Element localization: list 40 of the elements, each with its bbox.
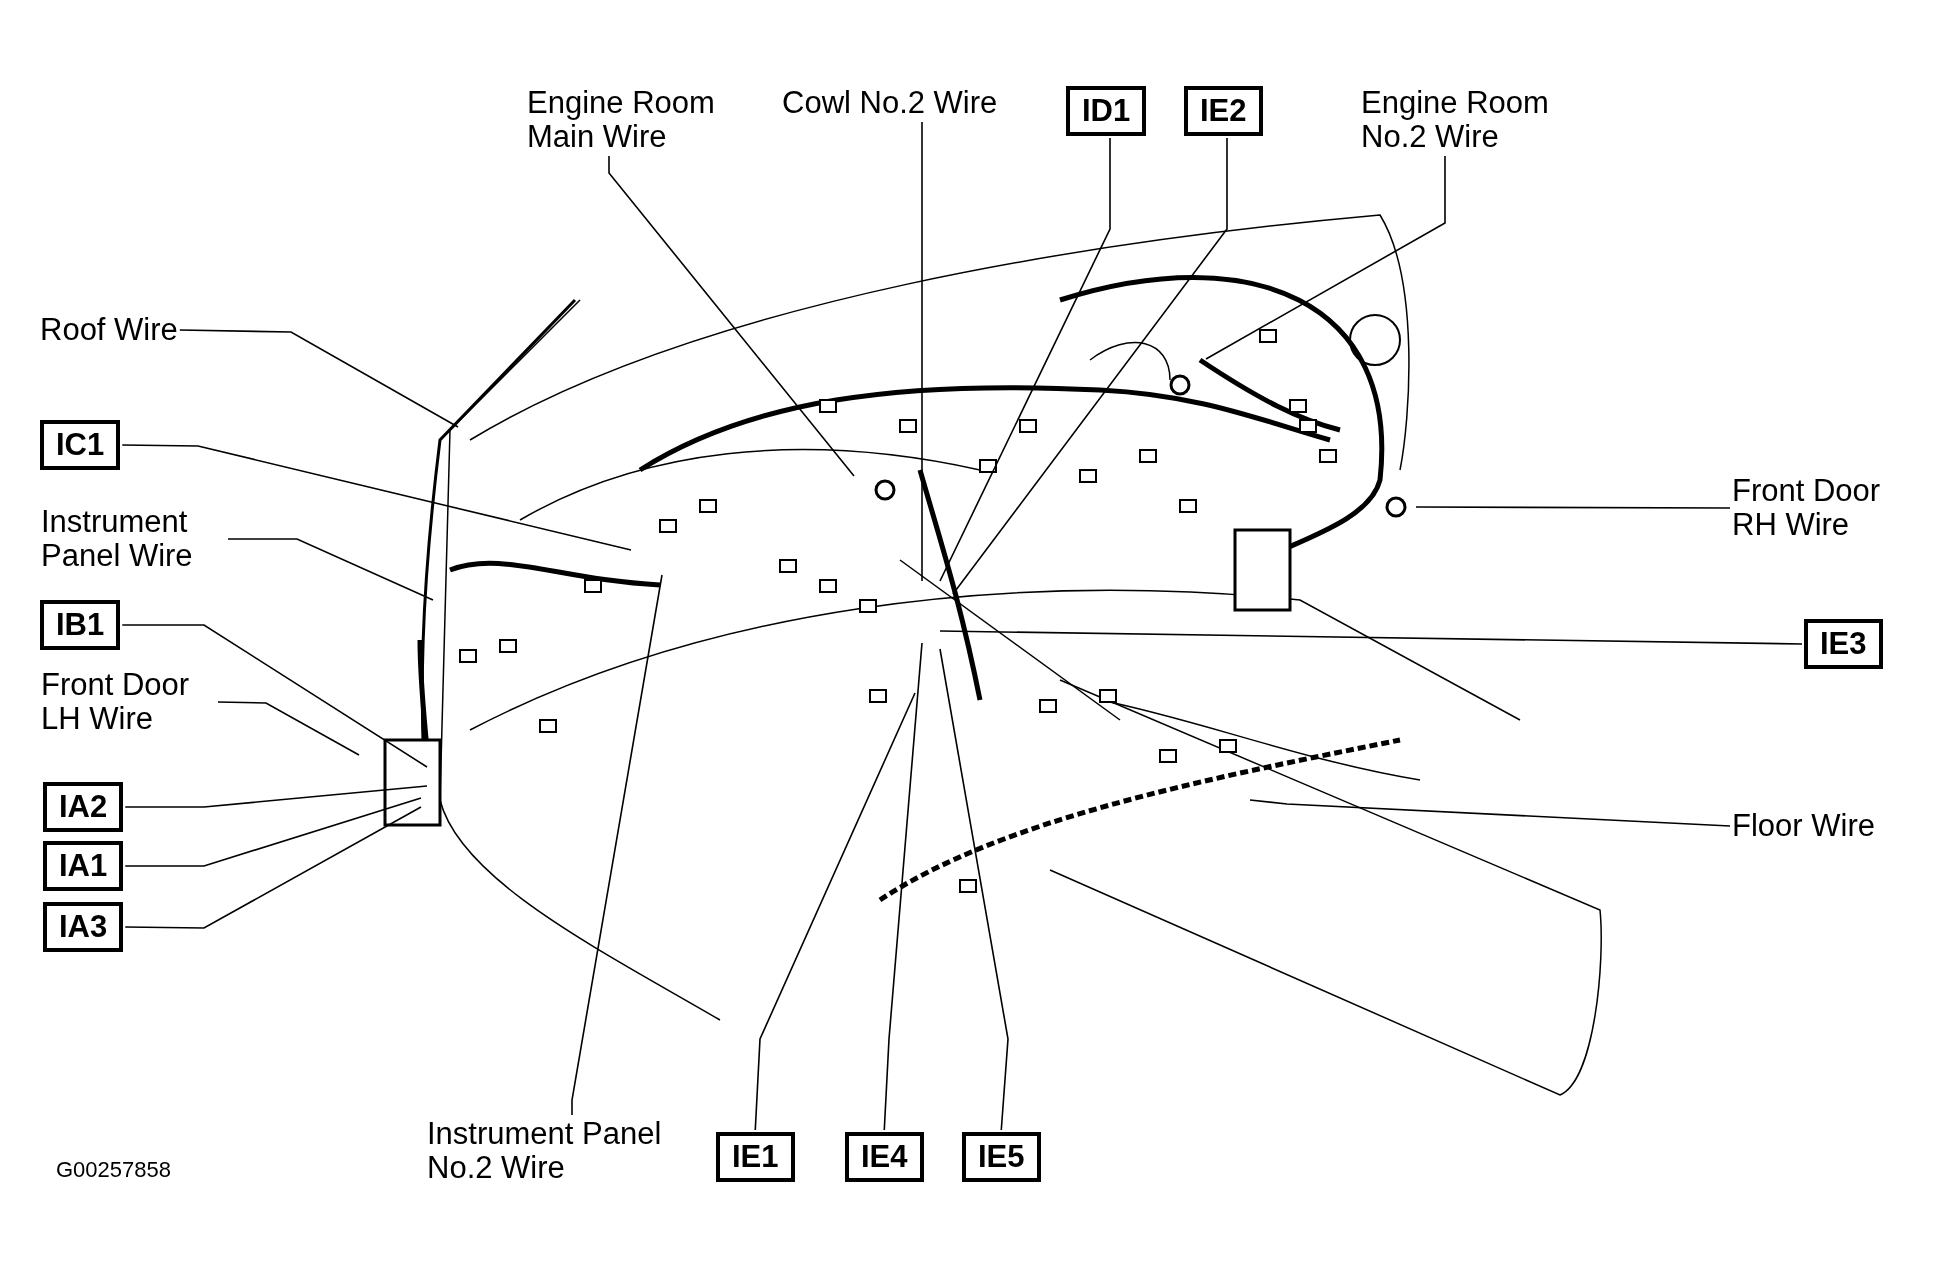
wire-name-label: Instrument Panel Wire (41, 505, 226, 573)
leader-line (227, 538, 434, 601)
wire-name-label: Cowl No.2 Wire (782, 86, 998, 120)
connector-code: IE5 (962, 1132, 1041, 1182)
wire-name-label: Engine Room No.2 Wire (1361, 86, 1591, 154)
leader-line (883, 642, 923, 1131)
leader-line (939, 648, 1009, 1131)
leader-line (179, 329, 459, 428)
leader-line (121, 444, 632, 551)
wire-name-label: Roof Wire (40, 313, 178, 347)
leader-line (754, 692, 916, 1131)
connector-code: ID1 (1066, 86, 1147, 136)
leader-line (939, 630, 1803, 645)
leader-line (952, 137, 1228, 595)
connector-code: IE2 (1184, 86, 1263, 136)
connector-code: IA2 (43, 782, 124, 832)
connector-code: IE3 (1804, 619, 1883, 669)
connector-code: IB1 (40, 600, 121, 650)
leader-line (124, 797, 422, 867)
leader-line (124, 785, 428, 808)
leader-line (1249, 799, 1731, 827)
leader-line (939, 137, 1111, 582)
connector-code: IE1 (716, 1132, 795, 1182)
leader-line (124, 806, 422, 929)
wire-name-label: Front Door LH Wire (41, 668, 216, 736)
leader-line (1205, 155, 1446, 360)
leader-line (121, 624, 428, 768)
wire-name-label: Front Door RH Wire (1732, 474, 1932, 542)
connector-code: IA1 (43, 841, 124, 891)
figure-code: G00257858 (56, 1157, 171, 1183)
leader-line (217, 701, 360, 756)
leader-line (921, 121, 923, 582)
connector-code: IA3 (43, 902, 124, 952)
wire-name-label: Floor Wire (1732, 809, 1875, 843)
leader-line (608, 155, 855, 477)
leader-line (571, 574, 663, 1116)
connector-code: IC1 (40, 420, 121, 470)
wire-name-label: Engine Room Main Wire (527, 86, 757, 154)
leader-line (1415, 506, 1731, 509)
connector-code: IE4 (845, 1132, 924, 1182)
